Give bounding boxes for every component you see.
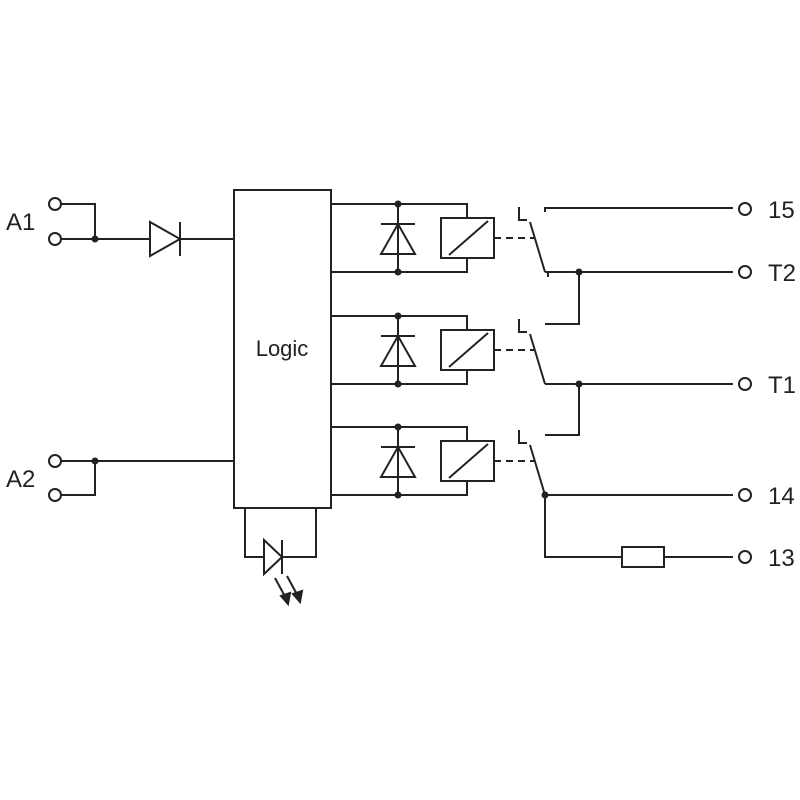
relay-channel-1 — [331, 200, 733, 277]
input-diode — [149, 220, 234, 258]
label-a1: A1 — [6, 209, 35, 236]
input-a2: A2 — [6, 454, 234, 502]
terminal-a1-top — [48, 197, 62, 211]
junction-a1 — [91, 235, 99, 243]
terminal-15 — [738, 202, 752, 216]
wire-a2 — [61, 460, 234, 496]
label-t1: T1 — [768, 372, 796, 399]
led-light-arrows — [274, 575, 304, 607]
label-t2: T2 — [768, 260, 796, 287]
relay2-wires — [331, 315, 468, 385]
label-13: 13 — [768, 545, 795, 572]
relay1-wires — [331, 203, 468, 273]
relay2-diode-triangle — [379, 333, 417, 367]
terminal-t2 — [738, 265, 752, 279]
label-15: 15 — [768, 197, 795, 224]
terminal-14 — [738, 488, 752, 502]
wire-14-13 — [544, 494, 733, 558]
output-wiring — [541, 268, 733, 568]
terminal-t1 — [738, 377, 752, 391]
relay3-diode-triangle — [379, 444, 417, 478]
logic-box — [233, 189, 332, 509]
led-triangle — [263, 537, 284, 577]
relay2-contact — [518, 272, 580, 385]
terminal-a1-bottom — [48, 232, 62, 246]
terminal-a2-bottom — [48, 488, 62, 502]
relay1-contact — [518, 207, 733, 277]
relay-channel-2 — [331, 272, 580, 388]
junction-a2 — [91, 457, 99, 465]
logic-label: Logic — [256, 336, 309, 361]
label-14: 14 — [768, 483, 795, 510]
relay3-wires — [331, 426, 468, 496]
label-a2: A2 — [6, 466, 35, 493]
wire-a1 — [61, 203, 150, 240]
input-a1: A1 — [6, 197, 150, 246]
fuse — [621, 546, 665, 568]
relay3-coil-slash — [448, 443, 489, 479]
logic-block: Logic — [233, 189, 332, 509]
relay2-coil-slash — [448, 332, 489, 368]
relay3-contact — [518, 384, 580, 496]
relay1-diode-triangle — [379, 221, 417, 255]
led-wires — [244, 508, 317, 558]
status-led — [244, 508, 317, 607]
relay1-coil-slash — [448, 220, 489, 256]
diode-triangle — [149, 220, 183, 258]
terminal-a2-top — [48, 454, 62, 468]
terminal-13 — [738, 550, 752, 564]
relay-channel-3 — [331, 384, 580, 499]
output-terminals: 15 T2 T1 14 13 — [738, 197, 796, 572]
